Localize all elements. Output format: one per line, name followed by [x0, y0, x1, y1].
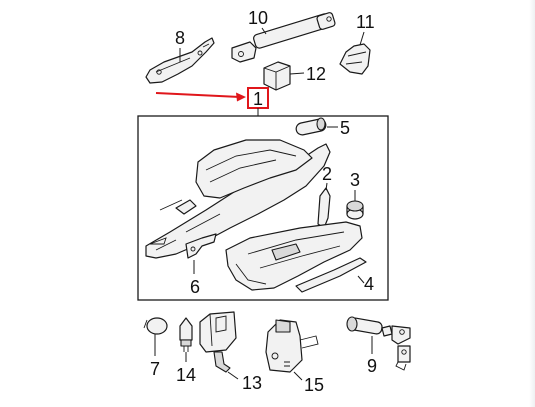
callout-1[interactable]: 1 — [253, 89, 263, 109]
leader-12 — [289, 72, 305, 75]
part-10-strut[interactable] — [231, 12, 336, 63]
callout-7[interactable]: 7 — [150, 359, 160, 379]
part-14-bulb[interactable] — [179, 317, 193, 352]
part-13-lamp-housing[interactable] — [199, 311, 237, 373]
leader-4 — [357, 275, 365, 284]
callout-10[interactable]: 10 — [248, 8, 268, 28]
glove-box-door[interactable] — [145, 139, 331, 259]
callout-9[interactable]: 9 — [367, 356, 377, 376]
callout-4[interactable]: 4 — [364, 274, 374, 294]
callout-12[interactable]: 12 — [306, 64, 326, 84]
callout-13[interactable]: 13 — [242, 373, 262, 393]
part-6-latch[interactable] — [185, 233, 217, 259]
part-15-switch[interactable] — [265, 319, 319, 373]
callout-8[interactable]: 8 — [175, 28, 185, 48]
leader-13 — [227, 371, 239, 380]
part-12-bumper[interactable] — [263, 61, 291, 91]
callout-14[interactable]: 14 — [176, 365, 196, 385]
callout-5[interactable]: 5 — [340, 118, 350, 138]
leader-11 — [359, 31, 365, 46]
part-7-disc[interactable] — [143, 317, 168, 335]
scroll-edge — [529, 0, 535, 407]
highlight-arrow-head — [236, 92, 246, 102]
part-4-seal-strip[interactable] — [295, 257, 367, 293]
part-9-lock-cylinder[interactable] — [346, 316, 393, 337]
part-3-bumper-stop[interactable] — [346, 200, 364, 220]
callout-2[interactable]: 2 — [322, 164, 332, 184]
leader-15 — [293, 371, 303, 381]
callout-15[interactable]: 15 — [304, 375, 324, 395]
part-9-key-bottom[interactable] — [395, 345, 411, 371]
assembly-box — [137, 115, 389, 301]
glove-box-bin[interactable] — [225, 221, 363, 291]
part-9-key-top[interactable] — [391, 325, 411, 345]
callout-11[interactable]: 11 — [356, 12, 375, 32]
callout-3[interactable]: 3 — [350, 170, 360, 190]
part-5-cylinder[interactable] — [295, 117, 327, 136]
part-11-end-cap[interactable] — [339, 43, 371, 75]
leader-2 — [325, 182, 328, 191]
callout-6[interactable]: 6 — [190, 277, 200, 297]
leader-10 — [261, 27, 267, 35]
highlight-arrow-line — [155, 92, 241, 98]
part-2-clip[interactable] — [317, 187, 331, 229]
